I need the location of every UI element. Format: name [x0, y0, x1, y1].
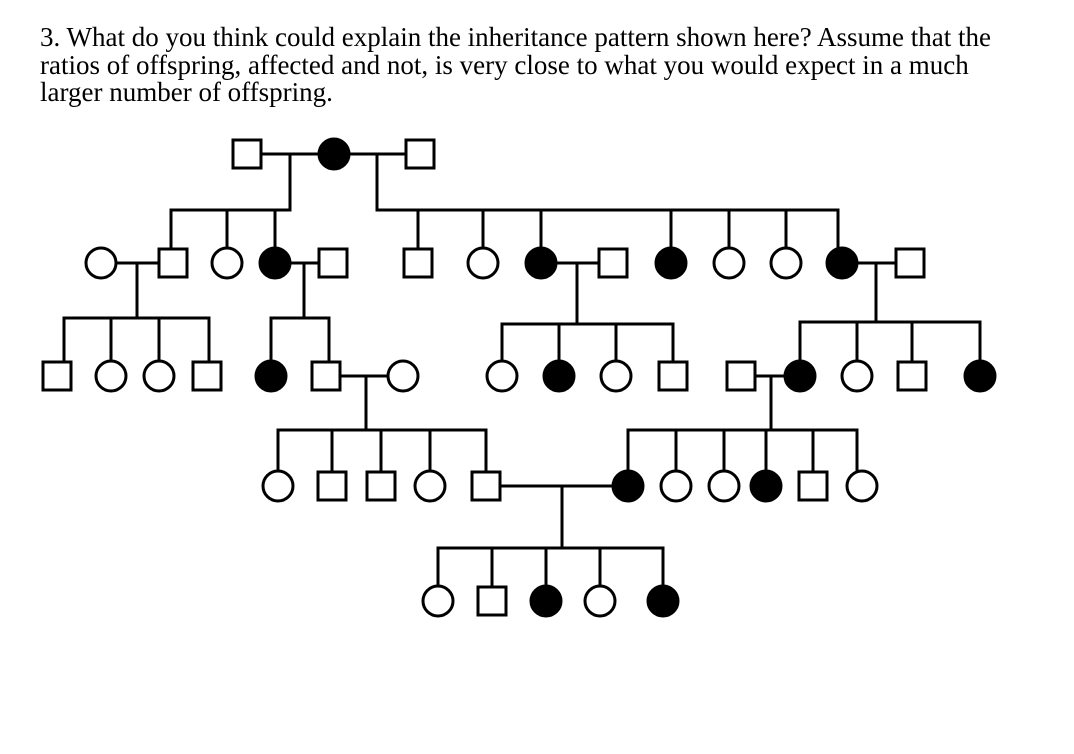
gen3-unaffected-male-square-1 — [41, 360, 73, 392]
gen3-unaffected-female-circle-10 — [599, 359, 633, 393]
gen2-unaffected-female-circle-3 — [210, 246, 244, 280]
gen1-affected-female-circle-2 — [317, 137, 351, 171]
gen2-unaffected-male-square-9 — [597, 247, 629, 279]
gen4-unaffected-male-square-10 — [797, 470, 829, 502]
gen2-unaffected-female-circle-12 — [769, 246, 803, 280]
gen3-unaffected-male-square-15 — [896, 360, 928, 392]
gen3-unaffected-male-square-11 — [657, 360, 689, 392]
gen2-affected-female-circle-10 — [654, 246, 688, 280]
gen4-unaffected-female-circle-11 — [845, 469, 879, 503]
gen3-unaffected-female-circle-8 — [485, 359, 519, 393]
gen3-unaffected-female-circle-7 — [386, 359, 420, 393]
gen4-affected-female-circle-6 — [611, 469, 645, 503]
gen2-unaffected-male-square-2 — [157, 247, 189, 279]
gen4-unaffected-male-square-2 — [316, 470, 348, 502]
gen3-unaffected-male-square-12 — [725, 360, 757, 392]
gen2-affected-female-circle-4 — [258, 246, 292, 280]
gen1-unaffected-male-square-1 — [231, 138, 263, 170]
gen4-unaffected-female-circle-1 — [261, 469, 295, 503]
gen1-unaffected-male-square-3 — [404, 138, 436, 170]
gen4-unaffected-female-circle-8 — [707, 469, 741, 503]
gen5-affected-female-circle-5 — [646, 584, 680, 618]
gen3-unaffected-male-square-4 — [191, 360, 223, 392]
gen2-unaffected-female-circle-7 — [466, 246, 500, 280]
gen2-affected-female-circle-13 — [825, 246, 859, 280]
gen3-unaffected-male-square-6 — [310, 360, 342, 392]
gen3-unaffected-female-circle-14 — [840, 359, 874, 393]
gen4-unaffected-male-square-5 — [470, 470, 502, 502]
gen4-unaffected-male-square-3 — [365, 470, 397, 502]
gen5-unaffected-male-square-2 — [476, 585, 508, 617]
question-line-1: 3. What do you think could explain the i… — [40, 22, 991, 52]
gen4-unaffected-female-circle-4 — [413, 469, 447, 503]
question-text: 3. What do you think could explain the i… — [40, 22, 1050, 107]
gen2-affected-female-circle-8 — [524, 246, 558, 280]
gen2-unaffected-male-square-5 — [317, 247, 349, 279]
gen3-unaffected-female-circle-2 — [94, 359, 128, 393]
gen2-unaffected-male-square-14 — [894, 247, 926, 279]
gen5-affected-female-circle-3 — [529, 584, 563, 618]
gen2-unaffected-female-circle-11 — [712, 246, 746, 280]
pedigree-members — [41, 137, 997, 618]
gen2-unaffected-female-circle-1 — [84, 246, 118, 280]
gen4-unaffected-female-circle-7 — [659, 469, 693, 503]
question-line-3: larger number of offspring. — [40, 77, 333, 107]
gen3-unaffected-female-circle-3 — [142, 359, 176, 393]
gen5-unaffected-female-circle-4 — [583, 584, 617, 618]
gen3-affected-female-circle-9 — [542, 359, 576, 393]
gen4-affected-female-circle-9 — [749, 469, 783, 503]
gen5-unaffected-female-circle-1 — [421, 584, 455, 618]
gen2-unaffected-male-square-6 — [402, 247, 434, 279]
question-line-2: ratios of offspring, affected and not, i… — [40, 49, 969, 80]
gen3-affected-female-circle-5 — [254, 359, 288, 393]
gen3-affected-female-circle-13 — [783, 359, 817, 393]
gen3-affected-female-circle-16 — [963, 359, 997, 393]
